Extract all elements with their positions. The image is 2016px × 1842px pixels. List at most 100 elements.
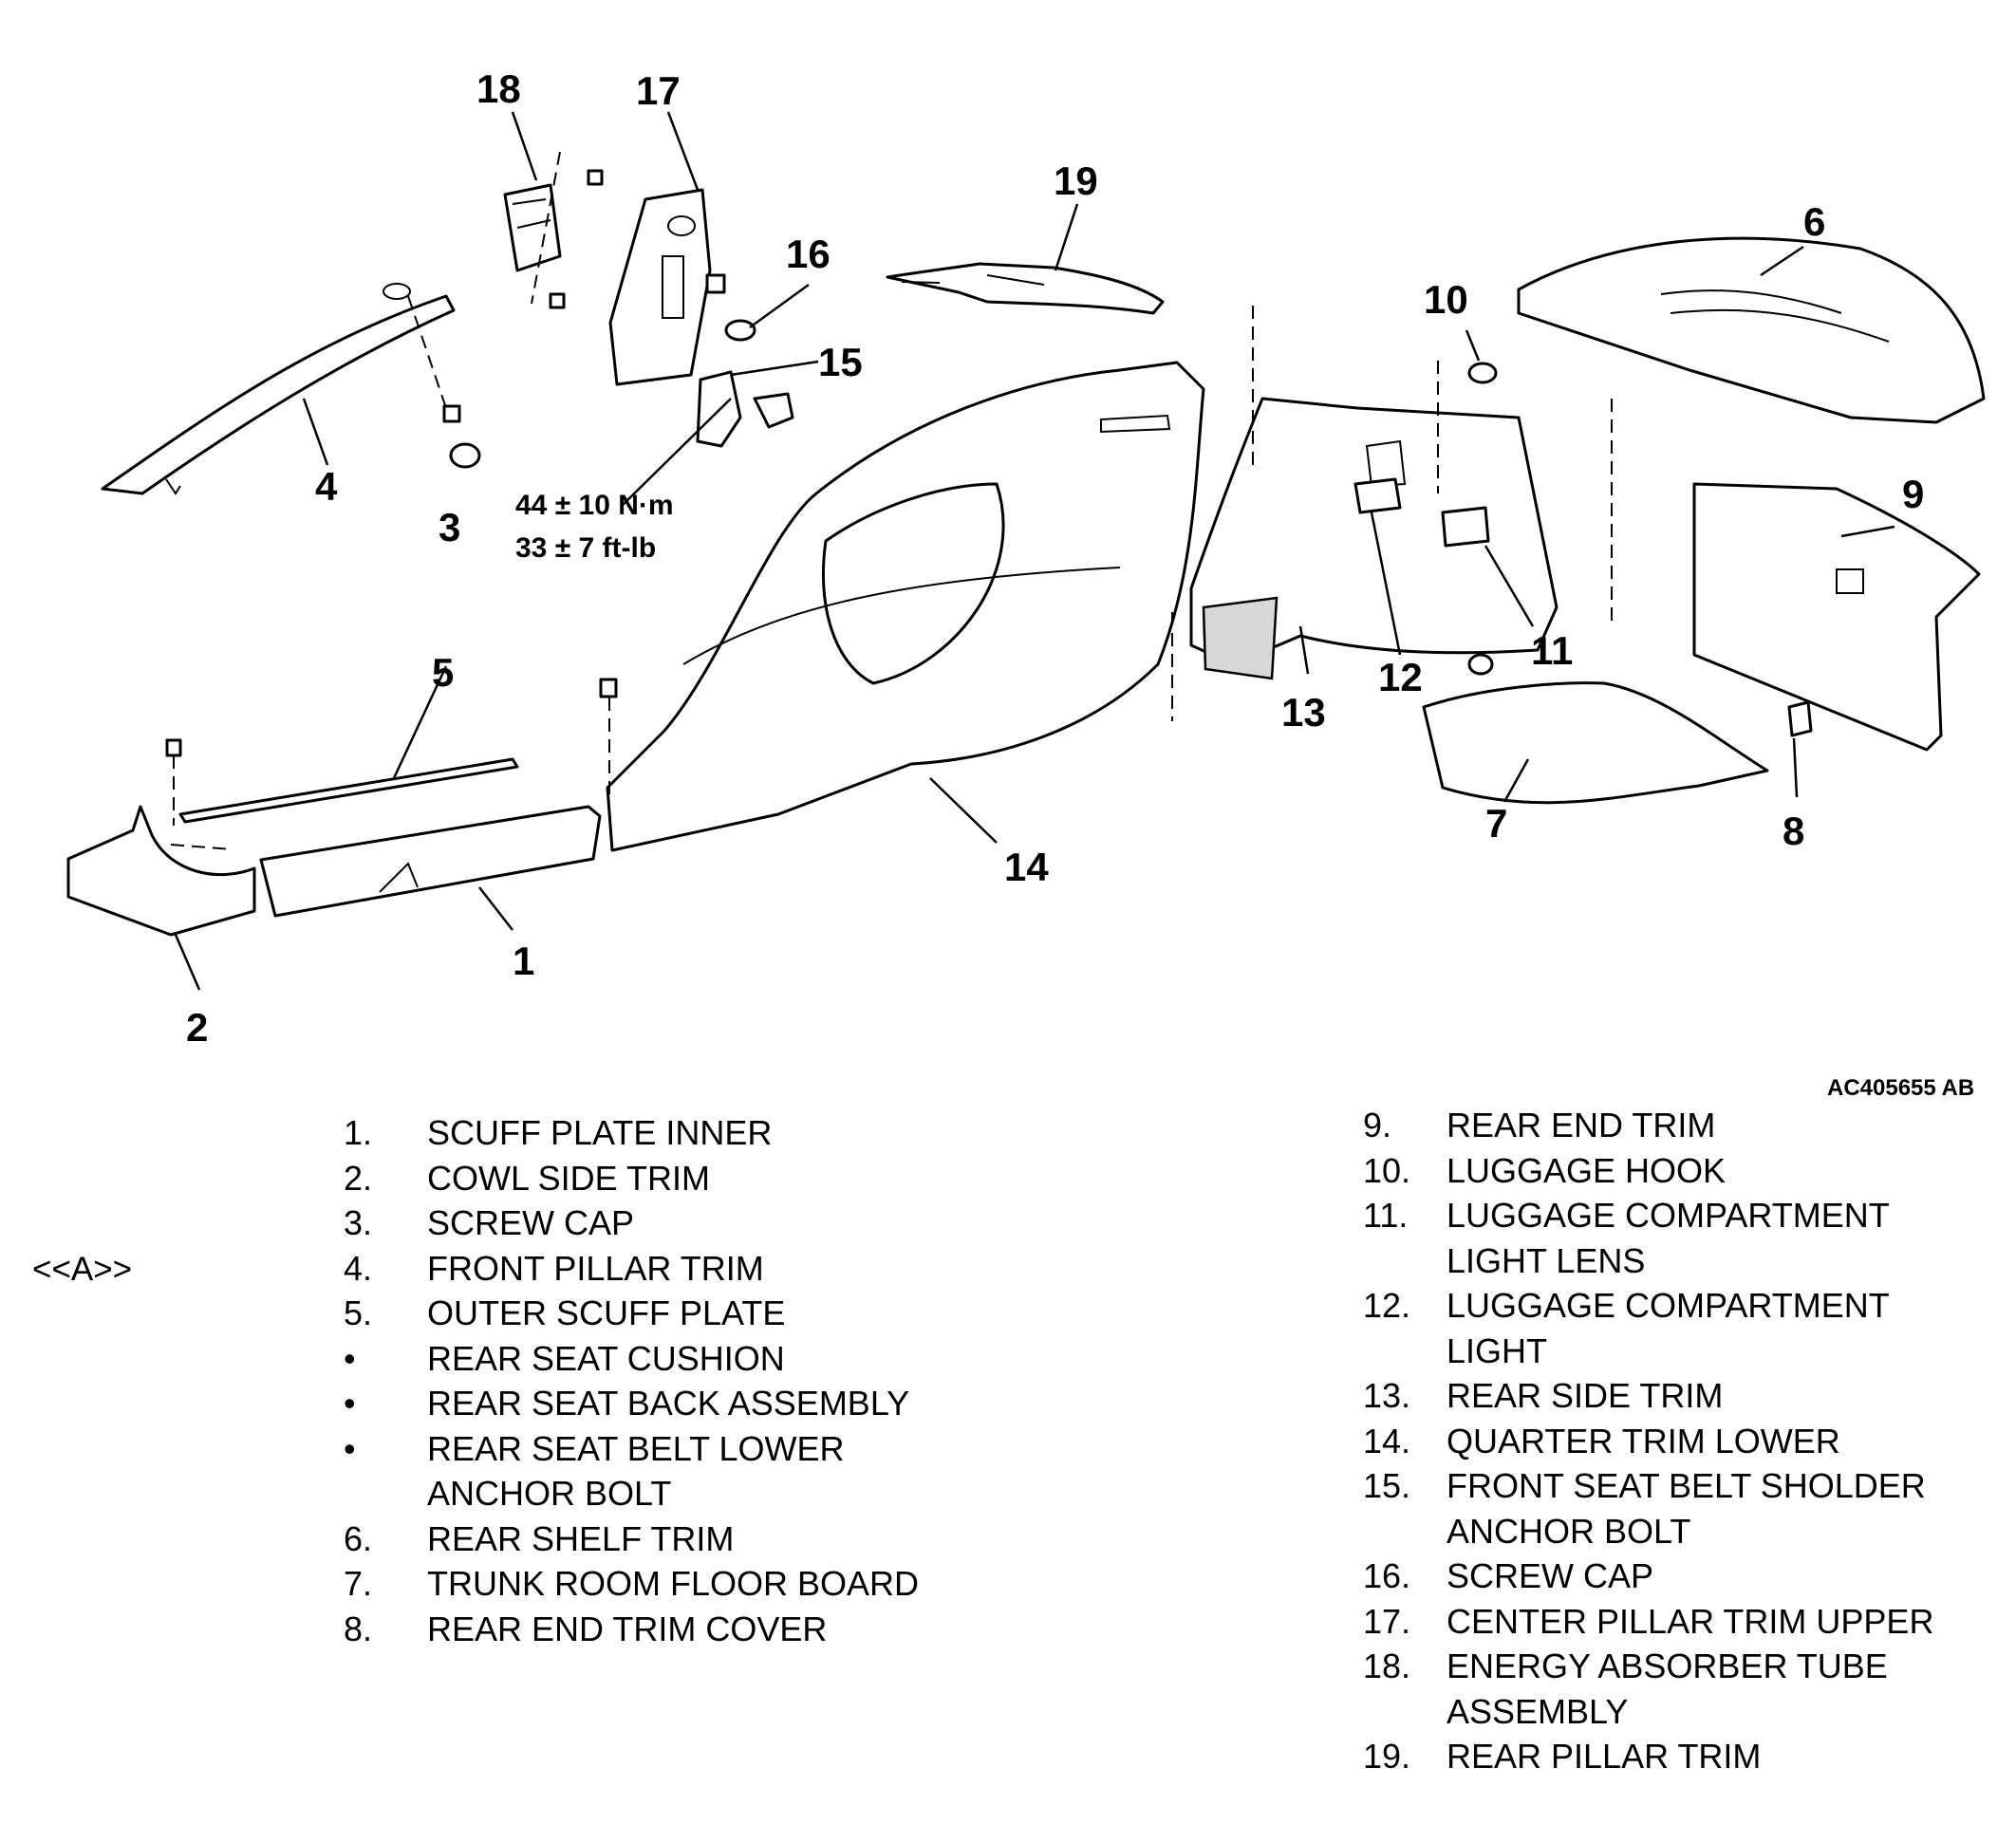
part-luggage-light-lens bbox=[1441, 506, 1490, 548]
legend-item-number: • bbox=[344, 1428, 356, 1468]
legend-item-line: SCREW CAP bbox=[427, 1203, 635, 1242]
legend-item-text: REAR PILLAR TRIM bbox=[1363, 1734, 2008, 1779]
torque-spec-metric: 44 ± 10 N·m bbox=[515, 490, 674, 521]
callout-5: 5 bbox=[432, 650, 454, 695]
callout-8: 8 bbox=[1783, 809, 1804, 853]
part-quarter-trim-lower bbox=[599, 361, 1205, 852]
legend-item: 18. ENERGY ABSORBER TUBE ASSEMBLY bbox=[1363, 1644, 2008, 1734]
legend-item: • REAR SEAT BELT LOWER ANCHOR BOLT bbox=[344, 1426, 1027, 1516]
legend-item-line: ANCHOR BOLT bbox=[1447, 1511, 1691, 1551]
legend-item: 2.COWL SIDE TRIM bbox=[344, 1156, 1027, 1201]
legend-item-text: REAR END TRIM COVER bbox=[344, 1607, 1027, 1652]
part-screw-cap-16 bbox=[724, 319, 756, 342]
callout-18: 18 bbox=[476, 66, 521, 111]
legend-item-number: 5. bbox=[344, 1293, 373, 1332]
legend-item-number: 15. bbox=[1363, 1466, 1411, 1505]
part-front-pillar-trim bbox=[101, 283, 456, 495]
part-seat-belt-anchor bbox=[696, 370, 794, 448]
callout-17: 17 bbox=[636, 68, 681, 113]
part-scuff-plate-inner bbox=[259, 805, 602, 918]
part-rear-side-trim bbox=[1171, 306, 1559, 721]
legend-item-line: REAR SHELF TRIM bbox=[427, 1518, 735, 1558]
legend-item: 3. SCREW CAP bbox=[344, 1200, 1027, 1246]
legend-item-line: OUTER SCUFF PLATE bbox=[427, 1293, 786, 1332]
figure-id: AC405655 AB bbox=[1827, 1075, 1975, 1101]
legend-item-line: ENERGY ABSORBER TUBE bbox=[1447, 1647, 1888, 1685]
callout-7: 7 bbox=[1485, 801, 1507, 846]
callout-4: 4 bbox=[315, 464, 338, 509]
legend-item-line: FRONT SEAT BELT SHOLDER bbox=[1447, 1466, 1926, 1505]
part-rear-end-trim bbox=[1692, 482, 1981, 752]
legend-item-text: SCREW CAP bbox=[1363, 1554, 2008, 1599]
legend-item-text: REAR SHELF TRIM bbox=[344, 1516, 1027, 1562]
torque-spec-imperial: 33 ± 7 ft-lb bbox=[515, 532, 656, 564]
legend-item-text: FRONT PILLAR TRIM bbox=[344, 1246, 1027, 1292]
legend-item-line: FRONT PILLAR TRIM bbox=[427, 1248, 764, 1288]
legend-item-number: 4. bbox=[344, 1248, 373, 1288]
legend-item: 19.REAR PILLAR TRIM bbox=[1363, 1734, 2008, 1779]
callout-14: 14 bbox=[1004, 845, 1049, 889]
legend-item-line: SCREW CAP bbox=[1447, 1556, 1654, 1595]
legend-item-line: REAR SEAT BELT LOWER bbox=[427, 1428, 845, 1468]
legend-item-number: 1. bbox=[344, 1113, 373, 1152]
legend-item-text: OUTER SCUFF PLATE bbox=[344, 1291, 1027, 1336]
legend-item-number: 6. bbox=[344, 1518, 373, 1558]
callout-6: 6 bbox=[1803, 199, 1825, 244]
legend-item: 16.SCREW CAP bbox=[1363, 1554, 2008, 1599]
legend-item-line: CENTER PILLAR TRIM UPPER bbox=[1447, 1601, 1934, 1641]
legend-item: 14.QUARTER TRIM LOWER bbox=[1363, 1419, 2008, 1464]
legend-item-text: LUGGAGE HOOK bbox=[1363, 1148, 2008, 1194]
legend-item-line: ANCHOR BOLT bbox=[427, 1474, 672, 1513]
legend-item: 10. LUGGAGE HOOK bbox=[1363, 1148, 2008, 1194]
legend-item-line: REAR PILLAR TRIM bbox=[1447, 1737, 1762, 1776]
legend-item-text: CENTER PILLAR TRIM UPPER bbox=[1363, 1599, 2008, 1645]
legend-item: 6. REAR SHELF TRIM bbox=[344, 1516, 1027, 1562]
legend-item-text: REAR SEAT CUSHION bbox=[344, 1336, 1027, 1382]
callout-1: 1 bbox=[513, 939, 534, 983]
legend-item-line: LIGHT bbox=[1447, 1330, 1548, 1370]
legend-item-text: REAR END TRIM bbox=[1363, 1103, 2008, 1148]
callout-13: 13 bbox=[1281, 690, 1326, 735]
part-rear-shelf-trim bbox=[1517, 236, 1986, 424]
legend-item-number: • bbox=[344, 1384, 356, 1423]
legend-item-number: 3. bbox=[344, 1203, 373, 1242]
callout-16: 16 bbox=[786, 232, 831, 276]
legend-item-number: 11. bbox=[1363, 1196, 1409, 1235]
legend-item: 13.REAR SIDE TRIM bbox=[1363, 1373, 2008, 1419]
callout-9: 9 bbox=[1902, 472, 1924, 516]
part-cowl-side-trim bbox=[66, 805, 256, 937]
legend-item-line: ASSEMBLY bbox=[1447, 1691, 1629, 1731]
part-luggage-light bbox=[1353, 477, 1402, 514]
legend-item-text: COWL SIDE TRIM bbox=[344, 1156, 1027, 1201]
legend-item-line: SCUFF PLATE INNER bbox=[427, 1113, 773, 1152]
part-trunk-floor-board bbox=[1422, 653, 1769, 805]
legend-item-number: 14. bbox=[1363, 1421, 1411, 1461]
legend-item-line: LUGGAGE HOOK bbox=[1447, 1150, 1727, 1190]
legend-item: •REAR SEAT CUSHION bbox=[344, 1336, 1027, 1382]
legend-item-text: QUARTER TRIM LOWER bbox=[1363, 1419, 2008, 1464]
legend-item: 17. CENTER PILLAR TRIM UPPER bbox=[1363, 1599, 2008, 1645]
callout-2: 2 bbox=[186, 1005, 208, 1050]
leader-lines bbox=[174, 111, 1895, 991]
legend-item-number: 10. bbox=[1363, 1150, 1411, 1190]
callout-15: 15 bbox=[818, 340, 863, 384]
section-marker: <<A>> bbox=[32, 1251, 133, 1288]
part-rear-pillar-trim bbox=[886, 262, 1165, 315]
legend-item-line: TRUNK ROOM FLOOR BOARD bbox=[427, 1564, 920, 1603]
callout-10: 10 bbox=[1424, 277, 1468, 322]
legend-item-number: • bbox=[344, 1338, 356, 1378]
legend-item-number: 18. bbox=[1363, 1647, 1411, 1685]
legend-item-number: 7. bbox=[344, 1564, 373, 1603]
callout-12: 12 bbox=[1378, 655, 1423, 699]
part-center-pillar-trim-upper bbox=[608, 188, 726, 386]
legend-item: 8.REAR END TRIM COVER bbox=[344, 1607, 1027, 1652]
legend-item-number: 17. bbox=[1363, 1601, 1411, 1641]
legend-item-text: FRONT SEAT BELT SHOLDER ANCHOR BOLT bbox=[1363, 1463, 2008, 1554]
legend-item: 4. FRONT PILLAR TRIM bbox=[344, 1246, 1027, 1292]
legend-item-text: REAR SEAT BELT LOWER ANCHOR BOLT bbox=[344, 1426, 1027, 1516]
legend-item-line: LIGHT LENS bbox=[1447, 1240, 1646, 1280]
